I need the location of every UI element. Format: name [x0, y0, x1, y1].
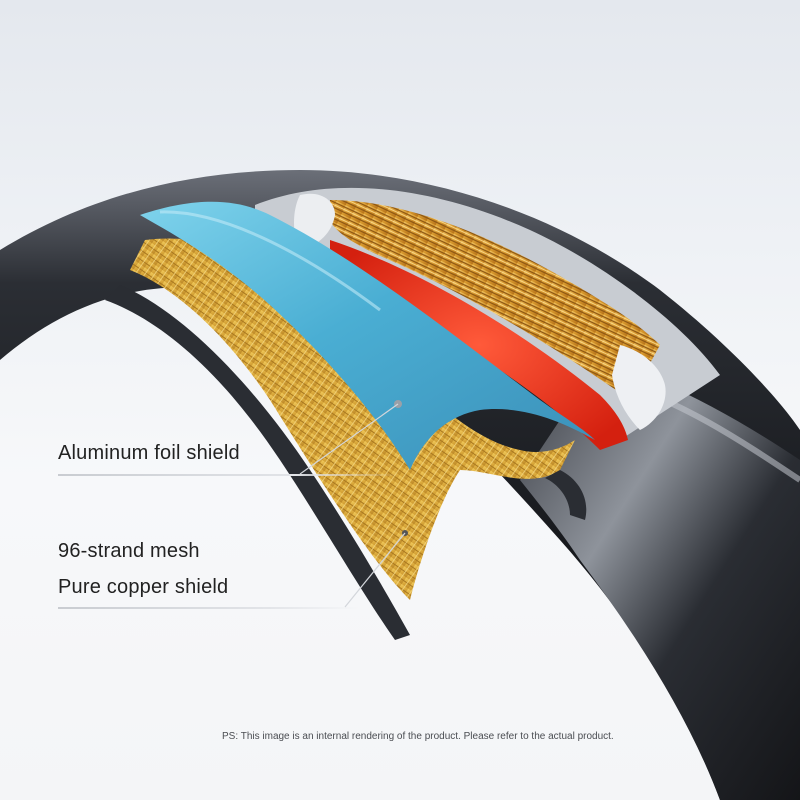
disclaimer-text: PS: This image is an internal rendering … — [222, 731, 614, 742]
aluminum-foil-layer — [140, 201, 595, 470]
jacket-cut-edge — [105, 285, 410, 640]
copper-label-underline — [58, 607, 358, 609]
copper-strands — [330, 200, 660, 400]
cable-jacket-right — [520, 360, 800, 800]
copper-shield-label: Pure copper shield — [58, 576, 229, 598]
foil-label-underline — [58, 474, 398, 476]
strand-mesh-label: 96-strand mesh — [58, 540, 200, 562]
aluminum-foil-label: Aluminum foil shield — [58, 442, 240, 464]
copper-mesh-layer — [130, 238, 575, 600]
red-conductor — [330, 240, 628, 450]
